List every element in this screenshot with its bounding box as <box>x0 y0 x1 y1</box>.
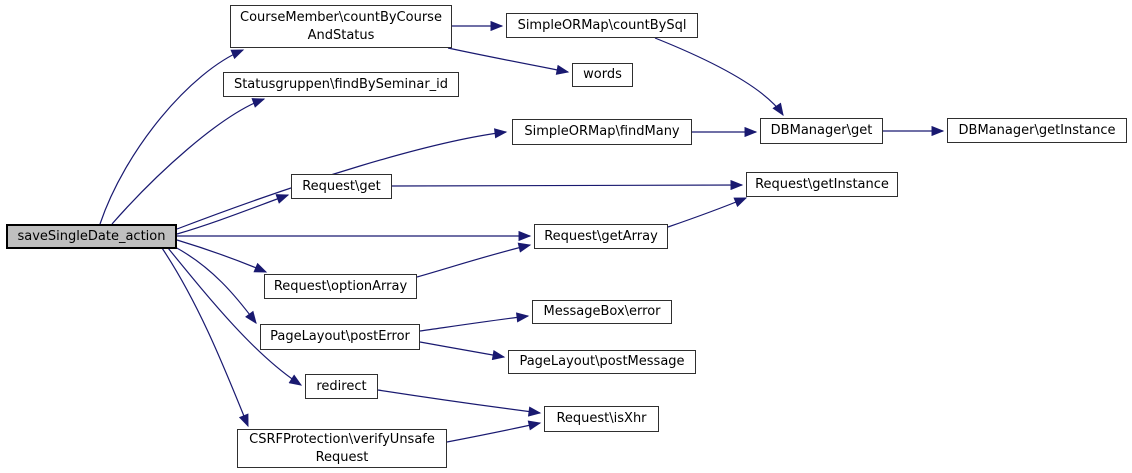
node-label: SimpleORMap\findMany <box>524 124 680 140</box>
node-request-getinstance[interactable]: Request\getInstance <box>746 172 898 197</box>
node-label: Request\getArray <box>544 228 658 244</box>
node-label: DBManager\get <box>770 123 873 139</box>
node-label: CourseMember\countByCourse <box>240 10 442 26</box>
call-edge-simpleormap-countbysql-to-dbmanager-get <box>654 37 784 117</box>
node-messagebox-error[interactable]: MessageBox\error <box>532 300 672 324</box>
node-label: Request\getInstance <box>755 176 889 192</box>
node-request-isxhr[interactable]: Request\isXhr <box>544 406 659 432</box>
node-words[interactable]: words <box>572 63 633 87</box>
node-label: Request <box>315 449 369 465</box>
call-edge-redirect-to-request-isxhr <box>377 389 542 417</box>
node-save-single-date-action: saveSingleDate_action <box>6 224 177 249</box>
node-request-getarray[interactable]: Request\getArray <box>534 224 668 249</box>
call-edge-save-single-date-action-to-request-get <box>176 194 290 235</box>
call-edge-request-optionarray-to-request-getarray <box>416 242 532 278</box>
call-edge-save-single-date-action-to-request-optionarray <box>176 239 268 273</box>
node-label: Statusgruppen\findBySeminar_id <box>233 76 449 92</box>
node-statusgruppen-findbyseminar-id[interactable]: Statusgruppen\findBySeminar_id <box>223 72 459 97</box>
node-label: MessageBox\error <box>543 304 661 320</box>
call-edge-csrfprotection-verifyunsaferequest-to-request-isxhr <box>446 420 542 443</box>
node-request-optionarray[interactable]: Request\optionArray <box>264 274 417 299</box>
node-request-get[interactable]: Request\get <box>291 174 392 199</box>
node-label: PageLayout\postMessage <box>519 354 685 370</box>
node-label: SimpleORMap\countBySql <box>517 17 687 33</box>
node-dbmanager-get[interactable]: DBManager\get <box>760 118 883 144</box>
call-edge-pagelayout-posterror-to-pagelayout-postmessage <box>419 341 506 361</box>
call-edge-request-get-to-request-getinstance <box>391 179 744 191</box>
call-edge-request-getarray-to-request-getinstance <box>667 197 748 228</box>
node-label: Request\isXhr <box>556 411 647 427</box>
node-label: AndStatus <box>307 27 375 43</box>
node-label: PageLayout\postError <box>270 329 410 345</box>
node-pagelayout-posterror[interactable]: PageLayout\postError <box>260 324 420 350</box>
call-edge-save-single-date-action-to-csrfprotection-verifyunsaferequest <box>161 247 249 428</box>
call-edge-save-single-date-action-to-coursemember-countbycourseandstatus <box>99 49 245 225</box>
call-edge-save-single-date-action-to-pagelayout-posterror <box>174 246 257 325</box>
node-dbmanager-getinstance[interactable]: DBManager\getInstance <box>947 118 1127 143</box>
node-label: Request\optionArray <box>273 278 408 294</box>
call-edge-save-single-date-action-to-statusgruppen-findbyseminar-id <box>111 98 266 225</box>
node-label: DBManager\getInstance <box>958 122 1116 138</box>
node-label: saveSingleDate_action <box>17 228 166 244</box>
node-label: Request\get <box>302 178 381 194</box>
node-simpleormap-countbysql[interactable]: SimpleORMap\countBySql <box>506 13 698 38</box>
node-simpleormap-findmany[interactable]: SimpleORMap\findMany <box>512 119 692 145</box>
node-redirect[interactable]: redirect <box>305 374 378 399</box>
call-edge-pagelayout-posterror-to-messagebox-error <box>419 312 530 332</box>
node-label: words <box>583 67 622 83</box>
node-label: CSRFProtection\verifyUnsafe <box>249 432 435 448</box>
call-edge-coursemember-countbycourseandstatus-to-words <box>447 47 570 75</box>
node-pagelayout-postmessage[interactable]: PageLayout\postMessage <box>508 350 696 374</box>
call-edge-save-single-date-action-to-redirect <box>167 247 303 386</box>
node-label: redirect <box>316 378 367 394</box>
call-edge-save-single-date-action-to-simpleormap-findmany <box>176 128 508 230</box>
